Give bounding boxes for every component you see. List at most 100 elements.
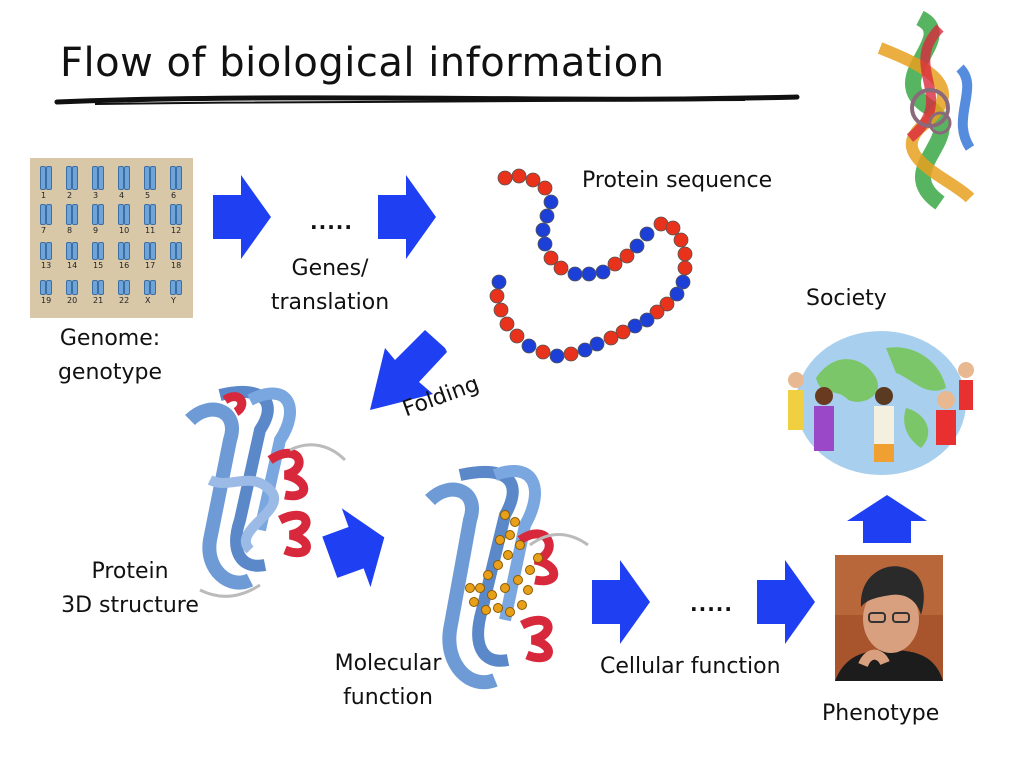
arrow-folding <box>370 330 447 410</box>
chromosome <box>72 204 78 225</box>
chromosome <box>144 166 150 190</box>
chromosome <box>92 166 98 190</box>
chromosome-number: 15 <box>93 261 104 270</box>
protein-sequence-chain <box>489 168 693 364</box>
chromosome <box>124 280 130 295</box>
phenotype-label: Phenotype <box>822 701 940 726</box>
sequence-bead <box>649 304 665 320</box>
sequence-bead <box>489 288 505 304</box>
chromosome <box>176 166 182 190</box>
chromosome <box>66 242 72 260</box>
chromosome <box>46 280 52 295</box>
ligand-atom <box>503 550 513 560</box>
chromosome <box>40 166 46 190</box>
chromosome-number: 8 <box>67 226 73 235</box>
chromosome <box>124 204 130 225</box>
chromosome-number: 11 <box>145 226 156 235</box>
chromosome <box>98 166 104 190</box>
sequence-bead <box>539 208 555 224</box>
chromosome-number: 9 <box>93 226 99 235</box>
chromosome <box>118 280 124 295</box>
ligand-atom <box>500 583 510 593</box>
chromosome-number: 4 <box>119 191 125 200</box>
chromosome <box>170 280 176 295</box>
sequence-bead <box>595 264 611 280</box>
ligand-atom <box>481 605 491 615</box>
cellular-ellipsis: ..... <box>690 592 733 616</box>
chromosome-number: 10 <box>119 226 130 235</box>
genes-label-line2: translation <box>270 290 390 315</box>
sequence-bead <box>677 246 693 262</box>
sequence-bead <box>543 250 559 266</box>
sequence-bead <box>673 232 689 248</box>
sequence-bead <box>499 316 515 332</box>
sequence-bead <box>607 256 623 272</box>
cellular-function-label: Cellular function <box>600 654 781 679</box>
chromosome-number: 14 <box>67 261 78 270</box>
chromosome <box>176 204 182 225</box>
phenotype-person-photo <box>835 555 943 681</box>
sequence-bead <box>629 238 645 254</box>
protein-ribbon-logo <box>877 10 975 210</box>
chromosome <box>118 166 124 190</box>
chromosome <box>124 242 130 260</box>
ligand-atom <box>525 565 535 575</box>
title-underline <box>54 94 800 105</box>
genome-label-line1: Genome: <box>59 326 161 351</box>
chromosome <box>66 166 72 190</box>
sequence-bead <box>521 338 537 354</box>
chromosome <box>98 242 104 260</box>
sequence-bead <box>563 346 579 362</box>
chromosome <box>170 166 176 190</box>
ligand-atom <box>515 540 525 550</box>
chromosome <box>46 242 52 260</box>
sequence-bead <box>675 274 691 290</box>
sequence-bead <box>537 236 553 252</box>
ligand-atom <box>495 535 505 545</box>
ligand-atom <box>465 583 475 593</box>
society-label: Society <box>806 286 887 311</box>
chromosome <box>98 280 104 295</box>
chromosome-number: 7 <box>41 226 47 235</box>
molecular-function-image <box>425 465 589 689</box>
sequence-bead <box>553 260 569 276</box>
chromosome-number: 19 <box>41 296 52 305</box>
chromosome-number: 16 <box>119 261 130 270</box>
chromosome-number: X <box>145 296 151 305</box>
chromosome-number: 17 <box>145 261 156 270</box>
chromosome <box>176 280 182 295</box>
ligand-atom <box>483 570 493 580</box>
chromosome-number: 12 <box>171 226 182 235</box>
genome-label-line2: genotype <box>57 360 163 385</box>
chromosome-number: 1 <box>41 191 47 200</box>
sequence-bead <box>665 220 681 236</box>
sequence-bead <box>497 170 513 186</box>
chromosome-number: 3 <box>93 191 99 200</box>
chromosome <box>150 242 156 260</box>
chromosome <box>144 204 150 225</box>
ligand-atom <box>487 590 497 600</box>
protein-sequence-label: Protein sequence <box>582 168 773 193</box>
sequence-bead <box>491 274 507 290</box>
chromosome <box>72 166 78 190</box>
chromosome <box>144 242 150 260</box>
chromosome-number: 5 <box>145 191 151 200</box>
chromosome <box>150 166 156 190</box>
ligand-atom <box>493 603 503 613</box>
chromosome-number: Y <box>171 296 176 305</box>
chromosome <box>150 280 156 295</box>
arrow-phenotype-to-society <box>847 495 927 543</box>
ligand-atom <box>505 530 515 540</box>
society-globe-image <box>788 331 974 475</box>
sequence-bead <box>589 336 605 352</box>
chromosome <box>92 280 98 295</box>
arrow-cellular-to-phenotype <box>757 560 815 644</box>
chromosome <box>40 280 46 295</box>
molecular-label-line2: function <box>343 685 433 710</box>
chromosome <box>170 204 176 225</box>
sequence-bead <box>549 348 565 364</box>
chromosome-number: 18 <box>171 261 182 270</box>
genes-label-line1: Genes/ <box>291 256 369 281</box>
ligand-atom <box>513 575 523 585</box>
